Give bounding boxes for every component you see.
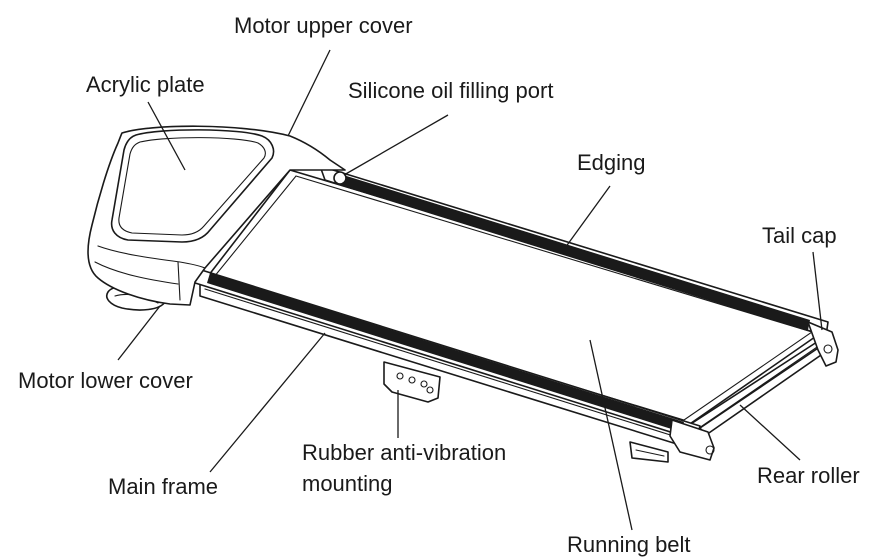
- label-tail-cap: Tail cap: [762, 223, 837, 248]
- leader-silicone-oil-port: [343, 114, 449, 176]
- label-rear-roller: Rear roller: [757, 463, 860, 488]
- tail-cap-right: [807, 321, 839, 367]
- leader-motor-upper-cover: [287, 49, 331, 137]
- leader-tail-cap: [812, 251, 823, 331]
- leader-motor-lower-cover: [117, 305, 161, 361]
- label-main-frame: Main frame: [108, 474, 218, 499]
- label-rubber-anti-vibration-line1: Rubber anti-vibration: [302, 440, 506, 465]
- label-edging: Edging: [577, 150, 646, 175]
- labels: Motor upper cover Acrylic plate Silicone…: [18, 13, 860, 557]
- leader-lines: [117, 49, 823, 531]
- treadmill-illustration: [87, 125, 839, 463]
- label-motor-lower-cover: Motor lower cover: [18, 368, 193, 393]
- leader-acrylic-plate: [147, 101, 186, 171]
- label-rubber-anti-vibration-line2: mounting: [302, 471, 393, 496]
- label-running-belt: Running belt: [567, 532, 691, 557]
- leader-running-belt: [589, 339, 633, 531]
- leader-edging: [564, 185, 611, 249]
- leader-rear-roller: [739, 404, 801, 461]
- label-motor-upper-cover: Motor upper cover: [234, 13, 413, 38]
- label-acrylic-plate: Acrylic plate: [86, 72, 205, 97]
- tail-cap-front: [669, 419, 715, 461]
- edging-front-strip: [207, 273, 684, 432]
- acrylic-plate-shape: [110, 129, 275, 243]
- edging-back-strip: [338, 174, 810, 330]
- leader-main-frame: [209, 332, 326, 473]
- label-silicone-oil-filling-port: Silicone oil filling port: [348, 78, 553, 103]
- silicone-oil-port-shape: [333, 171, 347, 185]
